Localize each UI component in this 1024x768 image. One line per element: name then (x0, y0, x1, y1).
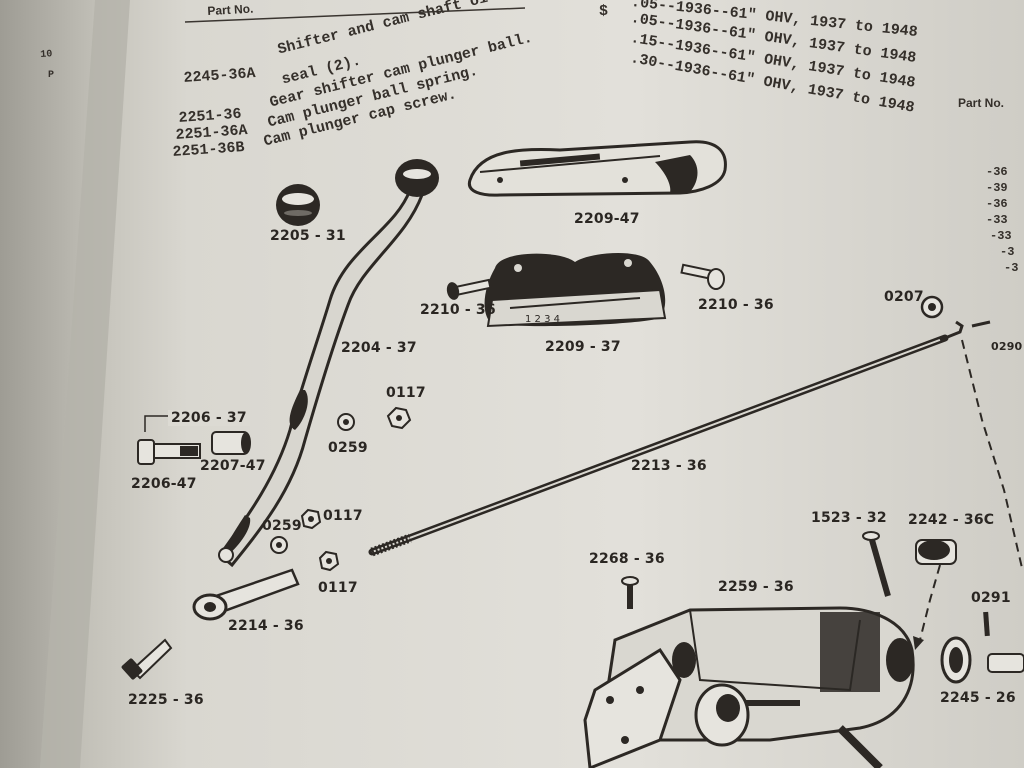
housing-2259-36 (583, 606, 915, 768)
gate-plate-2209-47 (467, 140, 727, 197)
label-0290: 0290 (991, 340, 1023, 353)
bushing-2207-47 (211, 431, 251, 455)
label-0259-top: 0259 (328, 440, 368, 456)
svg-text:1 2 3 4: 1 2 3 4 (525, 314, 560, 325)
page-gutter-shadow (40, 0, 130, 768)
shift-knob-2205-31 (276, 184, 320, 226)
label-1523-32: 1523 - 32 (811, 510, 887, 526)
label-2268-36: 2268 - 36 (589, 551, 665, 567)
right-part-number: -3 (1004, 261, 1019, 275)
label-2209-47: 2209-47 (574, 211, 640, 227)
label-2245-26: 2245 - 26 (940, 690, 1016, 706)
shift-lever-2204-37 (217, 159, 439, 568)
bolt-2206-47 (137, 439, 201, 465)
screw-2210-36-left (446, 278, 492, 300)
label-2210-36-right: 2210 - 36 (698, 297, 774, 313)
seal-2245-26 (940, 636, 1024, 684)
link-2214-36 (192, 568, 300, 621)
screw-2210-36-right (680, 263, 725, 290)
header-rule (184, 7, 526, 23)
label-2242-36c: 2242 - 36C (908, 512, 995, 528)
label-0117-mid: 0117 (323, 508, 363, 524)
label-2210-36-left: 2210 - 36 (420, 302, 496, 318)
assembly-arrow (913, 636, 924, 650)
label-2214-36: 2214 - 36 (228, 618, 304, 634)
screw-1523-32 (862, 531, 891, 597)
label-0117-bottom: 0117 (318, 580, 358, 596)
left-page-header: P (48, 70, 55, 81)
bolt-2225-36 (121, 638, 173, 680)
label-0207: 0207 (884, 289, 924, 305)
right-part-number: -36 (986, 165, 1008, 179)
shifter-rod-2213-36 (368, 320, 964, 557)
label-2207-47: 2207-47 (200, 458, 266, 474)
label-2206-47: 2206-47 (131, 476, 197, 492)
page-header: Part No. (207, 1, 254, 18)
pin-0290 (971, 320, 991, 328)
right-part-number: -33 (986, 213, 1008, 227)
label-2209-37: 2209 - 37 (545, 339, 621, 355)
label-0291: 0291 (971, 590, 1011, 606)
screw-2268-36 (621, 576, 639, 609)
left-page-number: 10 (40, 49, 53, 61)
assembly-line-right (961, 339, 1023, 569)
nut-0117-mid (300, 508, 322, 530)
shifter-gate-2209-37: 1 2 3 4 (484, 252, 667, 328)
washer-0207 (920, 295, 944, 319)
label-2206-37: 2206 - 37 (168, 410, 250, 426)
label-2259-36: 2259 - 36 (718, 579, 794, 595)
label-0117-top: 0117 (386, 385, 426, 401)
label-2205-31: 2205 - 31 (270, 228, 346, 244)
pin-0291 (983, 611, 990, 637)
washer-0259-top (337, 413, 355, 431)
label-2213-36: 2213 - 36 (631, 458, 707, 474)
label-0259-bottom: 0259 (262, 518, 302, 534)
right-part-number: -36 (986, 197, 1008, 211)
nut-0117-bottom (318, 550, 340, 572)
bushing-2242-36c (915, 539, 957, 565)
right-part-number: -33 (990, 229, 1012, 243)
right-page-header: Part No. (958, 96, 1005, 110)
currency-symbol: $ (599, 3, 609, 20)
label-2225-36: 2225 - 36 (128, 692, 204, 708)
nut-0117-top (386, 406, 412, 430)
right-part-number: -39 (986, 181, 1008, 195)
washer-0259-bottom (270, 536, 288, 554)
assembly-line-bushing (919, 564, 941, 641)
right-part-number: -3 (1000, 245, 1015, 259)
label-2204-37: 2204 - 37 (341, 340, 417, 356)
